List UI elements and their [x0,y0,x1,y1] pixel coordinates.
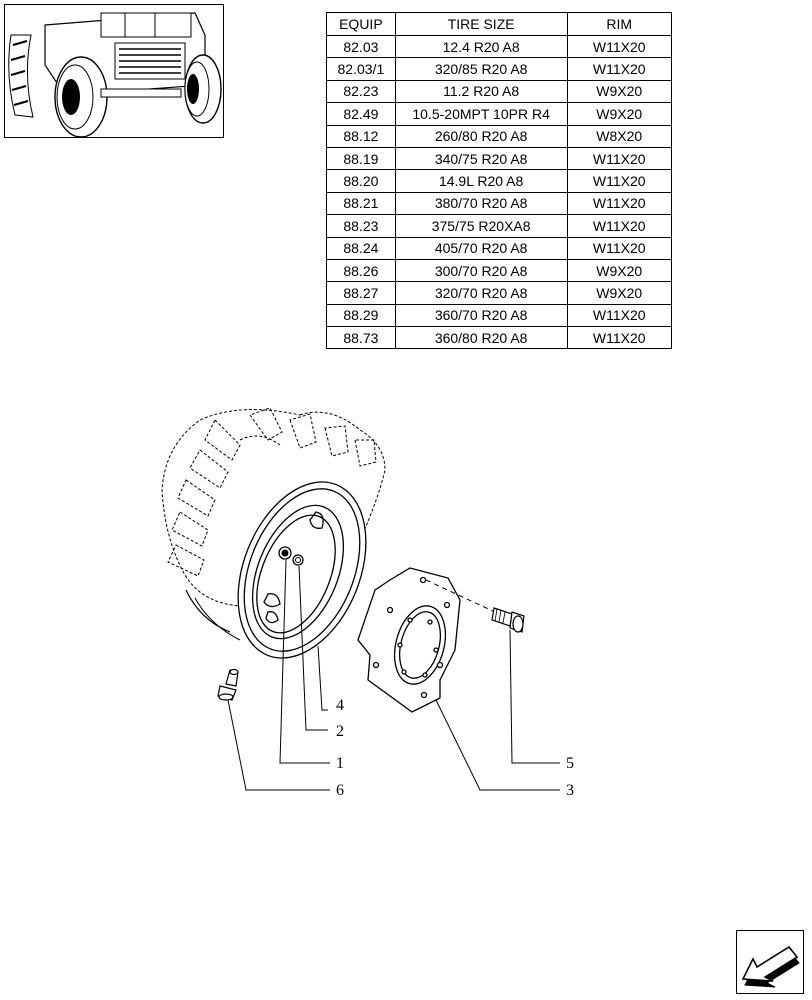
cell-tire-size: 260/80 R20 A8 [394,124,568,148]
cell-rim: W8X20 [566,124,673,148]
cell-tire-size: 375/75 R20XA8 [394,214,568,238]
header-rim: RIM [566,12,673,36]
callout-1: 1 [336,755,344,772]
cell-rim: W9X20 [566,79,673,104]
cell-tire-size: 405/70 R20 A8 [394,236,568,260]
cell-rim: W9X20 [566,102,673,126]
cell-rim: W11X20 [566,326,673,350]
cell-tire-size: 300/70 R20 A8 [394,258,568,283]
cell-equip: 88.73 [326,326,396,350]
table-header-row: EQUIP TIRE SIZE RIM [326,12,673,36]
cell-equip: 88.21 [326,191,396,216]
wheel-bolt [491,607,525,633]
next-page-arrow-icon[interactable] [736,930,804,994]
cell-rim: W11X20 [566,169,673,193]
cell-equip: 88.26 [326,258,396,283]
cell-equip: 88.24 [326,236,396,260]
callout-2: 2 [336,723,344,740]
callout-5: 5 [566,755,574,772]
tractor-thumbnail [4,4,224,138]
tractor-front-icon [8,12,222,137]
header-tire-size: TIRE SIZE [394,12,568,36]
cell-rim: W11X20 [566,57,673,81]
tire-valve [217,668,239,701]
cell-equip: 82.03 [326,34,396,59]
cell-rim: W11X20 [566,34,673,59]
cell-rim: W11X20 [566,146,673,171]
cell-tire-size: 320/85 R20 A8 [394,57,568,81]
cell-tire-size: 380/70 R20 A8 [394,191,568,216]
cell-tire-size: 10.5-20MPT 10PR R4 [394,102,568,126]
cell-equip: 82.23 [326,79,396,104]
nut-and-washer [278,546,304,566]
cell-tire-size: 320/70 R20 A8 [394,281,568,305]
cell-equip: 88.19 [326,146,396,171]
cell-tire-size: 360/80 R20 A8 [394,326,568,350]
cell-equip: 88.12 [326,124,396,148]
cell-tire-size: 360/70 R20 A8 [394,303,568,328]
cell-rim: W9X20 [566,258,673,283]
cell-equip: 88.27 [326,281,396,305]
cell-equip: 82.49 [326,102,396,126]
callout-3: 3 [566,782,574,799]
cell-rim: W11X20 [566,214,673,238]
cell-tire-size: 11.2 R20 A8 [394,79,568,104]
cell-tire-size: 14.9L R20 A8 [394,169,568,193]
cell-tire-size: 12.4 R20 A8 [394,34,568,59]
cell-rim: W11X20 [566,236,673,260]
callout-4: 4 [336,697,344,714]
cell-rim: W11X20 [566,191,673,216]
cell-tire-size: 340/75 R20 A8 [394,146,568,171]
cell-equip: 88.23 [326,214,396,238]
wheel-exploded-diagram: 4 2 1 6 5 3 [161,407,574,799]
rim [237,481,367,659]
callout-6: 6 [336,782,344,799]
header-equip: EQUIP [326,12,396,36]
cell-rim: W9X20 [566,281,673,305]
cell-equip: 88.20 [326,169,396,193]
cell-rim: W11X20 [566,303,673,328]
cell-equip: 88.29 [326,303,396,328]
wheel-disc [357,567,461,713]
cell-equip: 82.03/1 [326,57,396,81]
